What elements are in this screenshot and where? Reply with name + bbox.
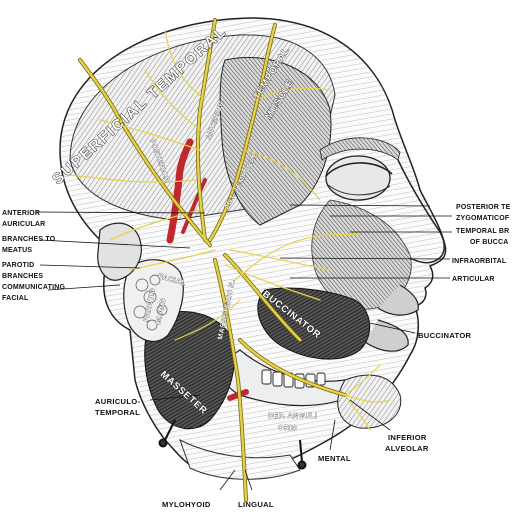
superficial-temporal-artery: [166, 138, 194, 244]
buccinator-nerve: [223, 253, 302, 342]
label-temporal-branch: TEMPORAL BR: [456, 228, 509, 235]
lower-lip: [364, 319, 409, 352]
label-articular: ARTICULAR: [452, 276, 495, 283]
label-mylohyoid: MYLOHYOID: [162, 500, 211, 509]
label-mental: MENTAL: [318, 454, 351, 463]
eye: [325, 155, 391, 201]
artery-branch: [181, 178, 207, 234]
posterior-temporal-branch: [78, 58, 212, 247]
label-of-buccal: OF BUCCA: [470, 239, 509, 246]
leader-lines: [35, 204, 452, 491]
label-parotid: PAROTID: [2, 262, 34, 269]
lingual-nerve: [213, 258, 248, 502]
label-posterior-temporal: POSTERIOR TE: [456, 204, 511, 211]
temporal-branches: [208, 23, 277, 242]
auriculotemporal-nerve: [196, 18, 217, 242]
upper-lip: [377, 284, 419, 316]
retractor-hooks: [158, 419, 307, 470]
label-meatus: MEATUS: [2, 247, 32, 254]
label-alveolar: ALVEOLAR: [385, 444, 429, 453]
label-dep-anguli-1: DEP. ANGULI: [268, 413, 317, 420]
nerve-network: [69, 18, 391, 502]
masseter-muscle: [144, 311, 235, 430]
eyelid-lower: [327, 184, 391, 196]
label-zygomatico: ZYGOMATICOF: [456, 215, 510, 222]
label-buccinator: BUCCINATOR: [418, 331, 472, 340]
parotid-lobules: [133, 274, 168, 331]
label-communicating: COMMUNICATING: [2, 284, 65, 291]
label-infraorbital: INFRAORBITAL: [452, 258, 507, 265]
label-auricular: AURICULAR: [2, 221, 45, 228]
label-dep-anguli-2: ORIS: [278, 425, 297, 432]
ear-cut: [97, 222, 142, 281]
inferior-alveolar-nerve: [238, 338, 347, 397]
buccinator-muscle: [257, 287, 371, 360]
label-inferior: INFERIOR: [388, 433, 427, 442]
label-temporal-bottom: TEMPORAL: [95, 408, 140, 417]
label-branches-to: BRANCHES TO: [2, 236, 56, 243]
nose: [397, 159, 445, 264]
label-lingual: LINGUAL: [238, 500, 274, 509]
label-anterior: ANTERIOR: [2, 210, 40, 217]
label-branches: BRANCHES: [2, 273, 43, 280]
eyelid: [325, 162, 393, 177]
label-facial-left: FACIAL: [2, 295, 29, 302]
jaw-underside: [179, 438, 301, 480]
label-auriculo: AURICULO-: [95, 397, 140, 406]
